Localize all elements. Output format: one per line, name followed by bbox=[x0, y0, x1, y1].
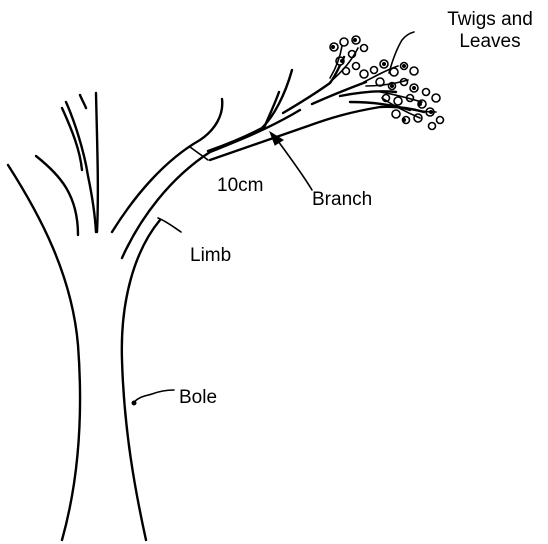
branch-arrow-line bbox=[278, 141, 312, 190]
twigs-and-leaves-label: Twigs and Leaves bbox=[440, 9, 540, 53]
trunk-fork-right bbox=[96, 93, 98, 232]
bole-left-outline bbox=[8, 165, 80, 540]
twigs-label-line-2: Leaves bbox=[440, 31, 540, 53]
bole-label: Bole bbox=[179, 387, 217, 409]
size-label: 10cm bbox=[217, 175, 263, 197]
limb-label: Limb bbox=[190, 245, 231, 267]
limb-section-line bbox=[190, 147, 208, 160]
trunk-fork-stub bbox=[80, 95, 86, 108]
bole-leader-dot bbox=[132, 401, 136, 405]
branch-label: Branch bbox=[312, 189, 372, 211]
bole-leader-line bbox=[134, 390, 174, 402]
bole-right-outline bbox=[122, 220, 160, 540]
leaf-cluster bbox=[330, 36, 444, 130]
twigs-label-line-1: Twigs and bbox=[440, 9, 540, 31]
limb-leader-line bbox=[158, 218, 181, 232]
limb-upper-outline bbox=[112, 99, 222, 232]
